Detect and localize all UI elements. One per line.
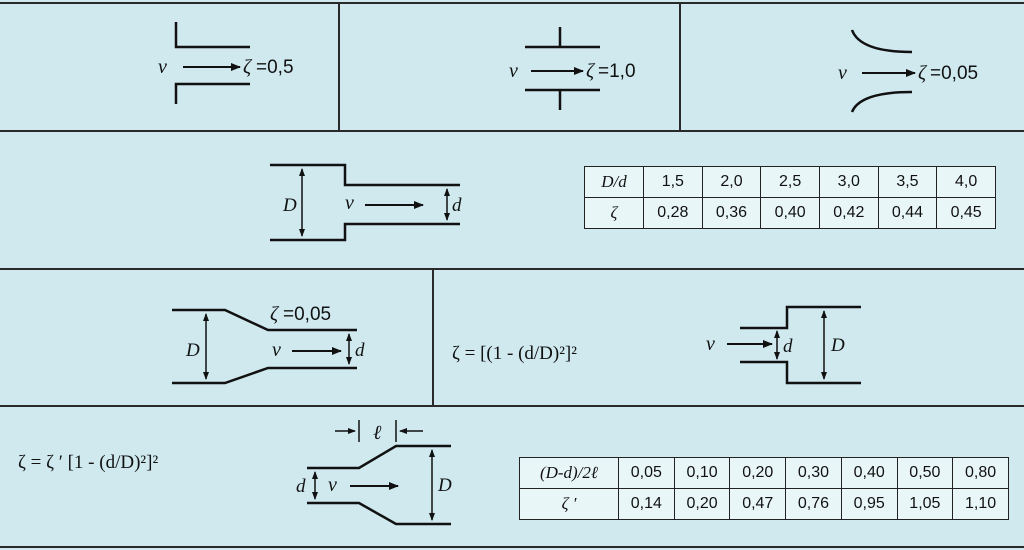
header-cell: (D-d)/2ℓ	[519, 457, 619, 489]
D-label: D	[282, 195, 297, 216]
zeta-cell: 0,20	[673, 488, 731, 520]
ratio-cell: 0,50	[896, 457, 954, 489]
velocity-label: v	[838, 62, 847, 84]
border-bottom	[0, 546, 1024, 548]
pipe-wall-bottom	[850, 90, 913, 113]
contraction-table: D/d 1,5 2,0 2,5 3,0 3,5 4,0 ζ 0,28 0,36 …	[584, 166, 996, 229]
row-label-cell: ζ ′	[519, 488, 619, 520]
zeta-cell: 0,44	[877, 197, 938, 229]
row-divider-2	[0, 268, 1024, 270]
d-label: d	[296, 476, 306, 497]
pipe-wall-top	[307, 444, 451, 470]
table-row: ζ ′ 0,14 0,20 0,47 0,76 0,95 1,05 1,10	[519, 488, 1009, 520]
pipe-wall-top	[172, 308, 357, 332]
row-label-cell: ζ	[584, 197, 644, 229]
header-cell: D/d	[584, 166, 644, 198]
ratio-cell: 0,80	[952, 457, 1009, 489]
zeta-cell: 0,14	[618, 488, 675, 520]
zeta-symbol: ζ	[270, 303, 280, 325]
velocity-label: v	[345, 192, 354, 214]
ratio-cell: 2,5	[760, 166, 820, 198]
velocity-label: v	[272, 339, 281, 361]
zeta-cell: 0,42	[818, 197, 879, 229]
zeta-value: =1,0	[598, 61, 636, 82]
ratio-cell: 3,0	[818, 166, 879, 198]
zeta-value: =0,5	[256, 57, 294, 78]
zeta-symbol: ζ	[918, 62, 928, 84]
zeta-cell: 0,40	[760, 197, 820, 229]
border-top	[0, 2, 1024, 4]
inlet-rounded-diagram: v ζ =0,05	[838, 29, 978, 113]
pipe-wall-top	[740, 305, 861, 330]
length-label: ℓ	[373, 422, 382, 444]
col-divider-b	[679, 2, 681, 130]
ratio-cell: 0,30	[785, 457, 842, 489]
velocity-label: v	[706, 333, 715, 355]
pipe-wall-bottom	[307, 501, 451, 526]
zeta-value: =0,05	[930, 63, 978, 84]
sudden-expansion-diagram: v d D	[706, 305, 861, 385]
d-label: d	[355, 340, 365, 361]
row-divider-3	[0, 405, 1024, 407]
zeta-symbol: ζ	[586, 60, 596, 82]
velocity-label: v	[158, 56, 167, 78]
col-divider-c	[432, 268, 434, 405]
zeta-cell: 0,95	[840, 488, 898, 520]
inlet-reentrant-diagram: v ζ =0,5	[158, 22, 294, 104]
pipe-wall-top	[850, 29, 913, 54]
D-label: D	[830, 335, 845, 356]
ratio-cell: 4,0	[936, 166, 996, 198]
ratio-cell: 0,40	[840, 457, 898, 489]
ratio-cell: 3,5	[877, 166, 938, 198]
zeta-cell: 0,76	[785, 488, 842, 520]
expansion-table: (D-d)/2ℓ 0,05 0,10 0,20 0,30 0,40 0,50 0…	[519, 457, 1009, 520]
expansion-formula: ζ = [(1 - (d/D)²]²	[452, 343, 577, 364]
zeta-symbol: ζ	[243, 56, 253, 78]
zeta-cell: 1,10	[952, 488, 1009, 520]
table-row: ζ 0,28 0,36 0,40 0,42 0,44 0,45	[584, 197, 996, 229]
ratio-cell: 1,5	[643, 166, 703, 198]
ratio-cell: 0,20	[729, 457, 787, 489]
col-divider-a	[338, 2, 340, 130]
pipe-wall-bottom	[270, 222, 460, 242]
gradual-expansion-diagram: ℓ d v D	[296, 420, 452, 526]
zeta-cell: 0,36	[701, 197, 762, 229]
row-divider-1	[0, 130, 1024, 132]
velocity-label: v	[509, 60, 518, 82]
ratio-cell: 0,10	[673, 457, 731, 489]
pipe-wall-bottom	[172, 366, 357, 385]
zeta-cell: 0,47	[729, 488, 787, 520]
inlet-sharp-diagram: v ζ =1,0	[509, 27, 636, 110]
pipe-wall-top	[174, 22, 250, 49]
sudden-contraction-diagram: D v d	[270, 163, 462, 242]
table-row: D/d 1,5 2,0 2,5 3,0 3,5 4,0	[584, 166, 996, 198]
pipe-wall-bottom	[174, 82, 250, 104]
gradual-contraction-diagram: D ζ =0,05 v d	[172, 303, 365, 385]
gradual-expansion-formula: ζ = ζ ′ [1 - (d/D)²]²	[18, 452, 159, 473]
D-label: D	[185, 340, 200, 361]
zeta-cell: 1,05	[896, 488, 954, 520]
zeta-cell: 0,28	[643, 197, 703, 229]
pipe-wall-bottom	[740, 360, 861, 385]
zeta-value: =0,05	[283, 304, 331, 325]
velocity-label: v	[328, 474, 337, 496]
ratio-cell: 2,0	[701, 166, 762, 198]
d-label: d	[452, 195, 462, 216]
d-label: d	[783, 336, 793, 357]
D-label: D	[437, 475, 452, 496]
ratio-cell: 0,05	[618, 457, 675, 489]
zeta-cell: 0,45	[936, 197, 996, 229]
pipe-wall-top	[270, 163, 460, 187]
table-row: (D-d)/2ℓ 0,05 0,10 0,20 0,30 0,40 0,50 0…	[519, 457, 1009, 489]
